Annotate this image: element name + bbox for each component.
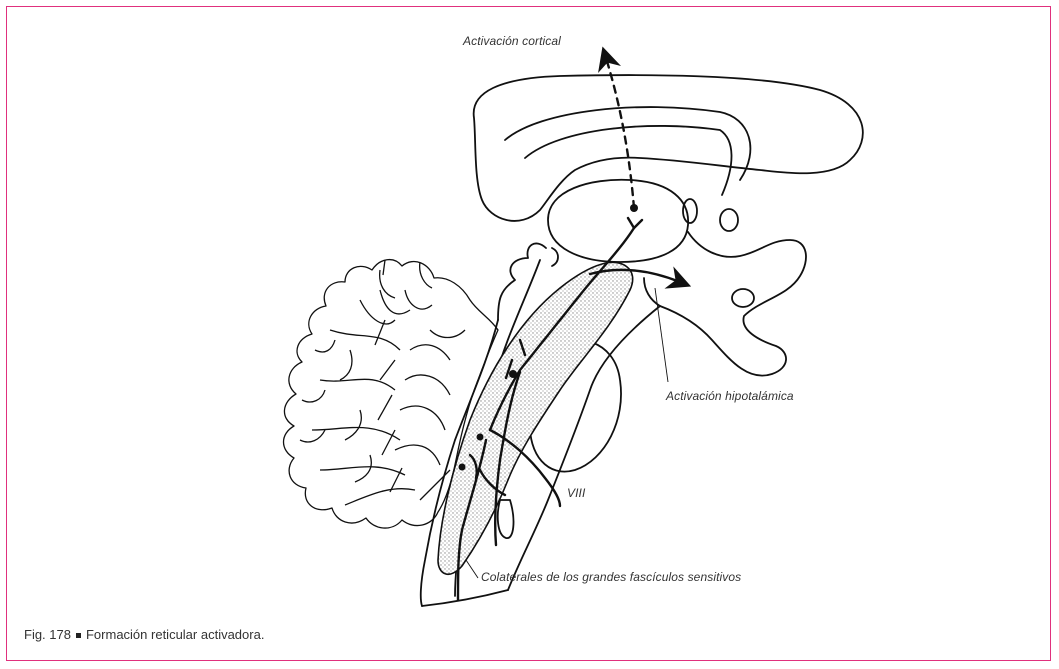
neuron-soma [477, 434, 484, 441]
fornix-inner-arc [525, 126, 732, 195]
small-nucleus [720, 209, 738, 231]
label-nerve-viii: VIII [567, 486, 585, 500]
label-collaterals: Colaterales de los grandes fascículos se… [481, 570, 741, 584]
small-nucleus [683, 199, 697, 223]
tectum-small [552, 248, 558, 266]
olive [498, 500, 514, 538]
caption-number: Fig. 178 [24, 627, 71, 642]
small-nucleus [732, 289, 754, 307]
neuron-soma [509, 370, 517, 378]
caption-text: Formación reticular activadora. [86, 627, 264, 642]
cortical-pathway [606, 58, 634, 208]
leader-hypothalamic [655, 288, 668, 382]
neuron-soma [630, 204, 638, 212]
label-hypothalamic-activation: Activación hipotalámica [666, 389, 794, 403]
caption-bullet-icon [76, 633, 81, 638]
fornix-arc [505, 107, 750, 180]
fibre-branch [628, 218, 642, 228]
label-cortical-activation: Activación cortical [463, 34, 561, 48]
figure-caption: Fig. 178 Formación reticular activadora. [24, 627, 264, 642]
neuron-soma [459, 464, 466, 471]
brainstem-base [422, 590, 508, 606]
corpus-callosum-outline [474, 75, 863, 221]
leader-collaterals [466, 560, 478, 578]
